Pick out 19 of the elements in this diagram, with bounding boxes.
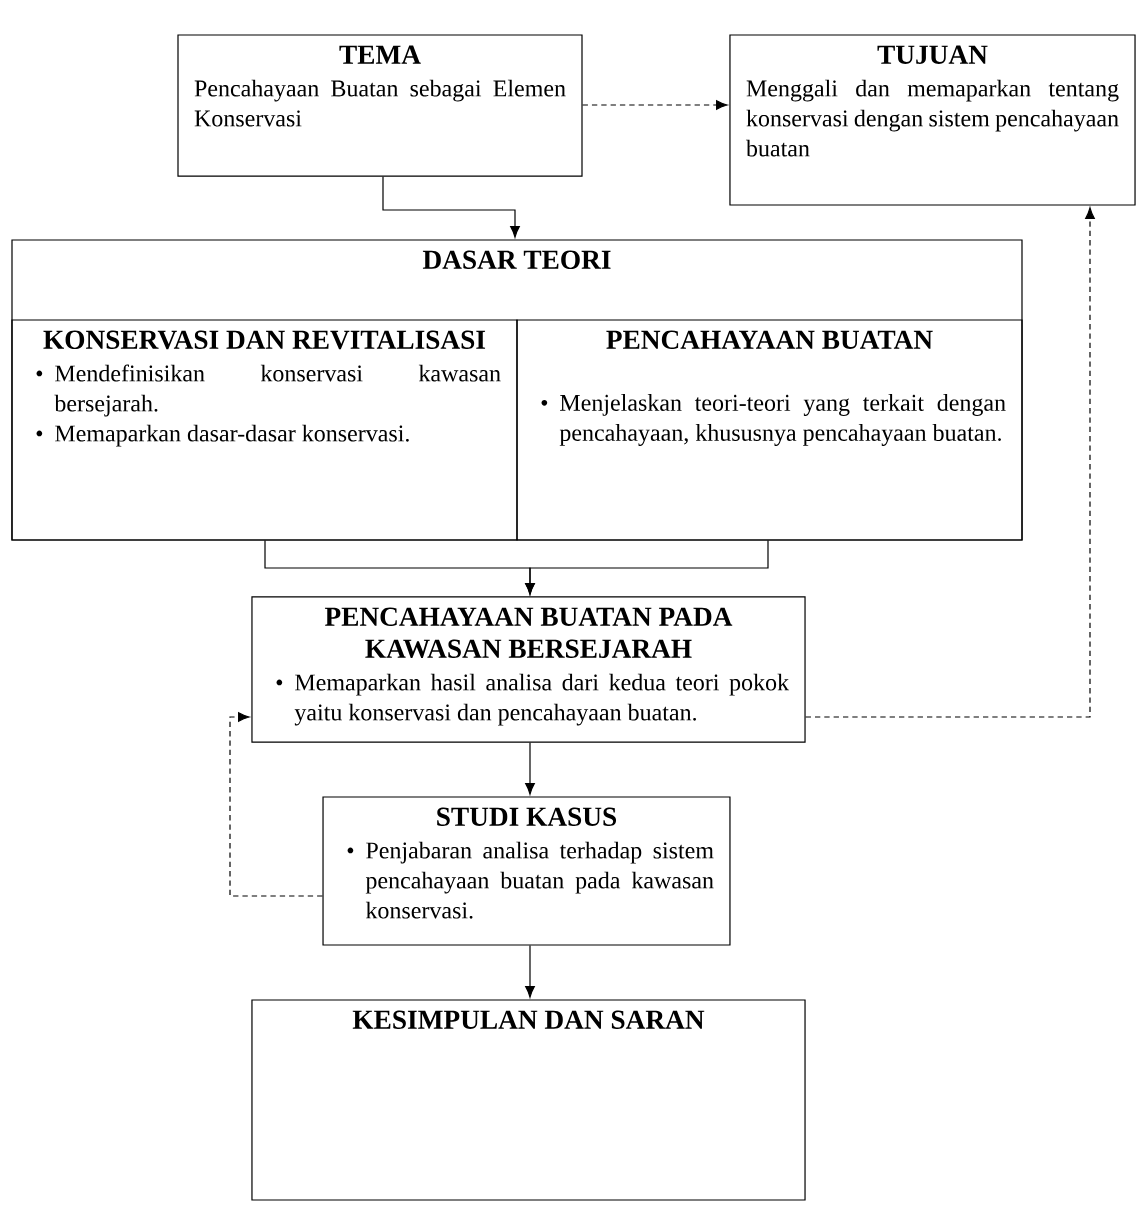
- process-box: PENCAHAYAAN BUATAN PADA KAWASAN BERSEJARAH • Memaparkan hasil analisa dari kedua teori pokok yaitu konservasi dan pencahayaan buatan.: [251, 596, 806, 743]
- bullet: •: [541, 399, 548, 406]
- process-box: PENCAHAYAAN BUATAN • Menjelaskan teori-teori yang terkait dengan pencahayaan, khususnya pencahayaan buatan.: [516, 319, 1023, 541]
- bullet: •: [347, 847, 354, 854]
- process-box: STUDI KASUS • Penjabaran analisa terhadap sistem pencahayaan buatan pada kawasan konservasi.: [322, 796, 731, 946]
- dashed-arrow: [229, 712, 324, 897]
- process-box: KESIMPULAN DAN SARAN: [251, 999, 806, 1201]
- arrow: [525, 945, 535, 998]
- bullet: •: [276, 679, 283, 686]
- process-box: TEMA Pencahayaan Buatan sebagai Elemen Konservasi: [177, 34, 583, 177]
- process-box: TUJUAN Menggali dan memaparkan tentang konservasi dengan sistem pencahayaan buatan: [729, 34, 1136, 206]
- arrow: [525, 742, 535, 795]
- arrow: [525, 540, 769, 595]
- dashed-arrow: [805, 207, 1095, 718]
- dashed-arrow: [582, 100, 728, 110]
- bullet: •: [36, 370, 43, 377]
- bullet: •: [36, 430, 43, 437]
- process-box: KONSERVASI DAN REVITALISASI • Mendefinisikan konservasi kawasan bersejarah. • Memaparkan dasar-dasar konservasi.: [11, 319, 518, 541]
- arrow: [382, 176, 520, 238]
